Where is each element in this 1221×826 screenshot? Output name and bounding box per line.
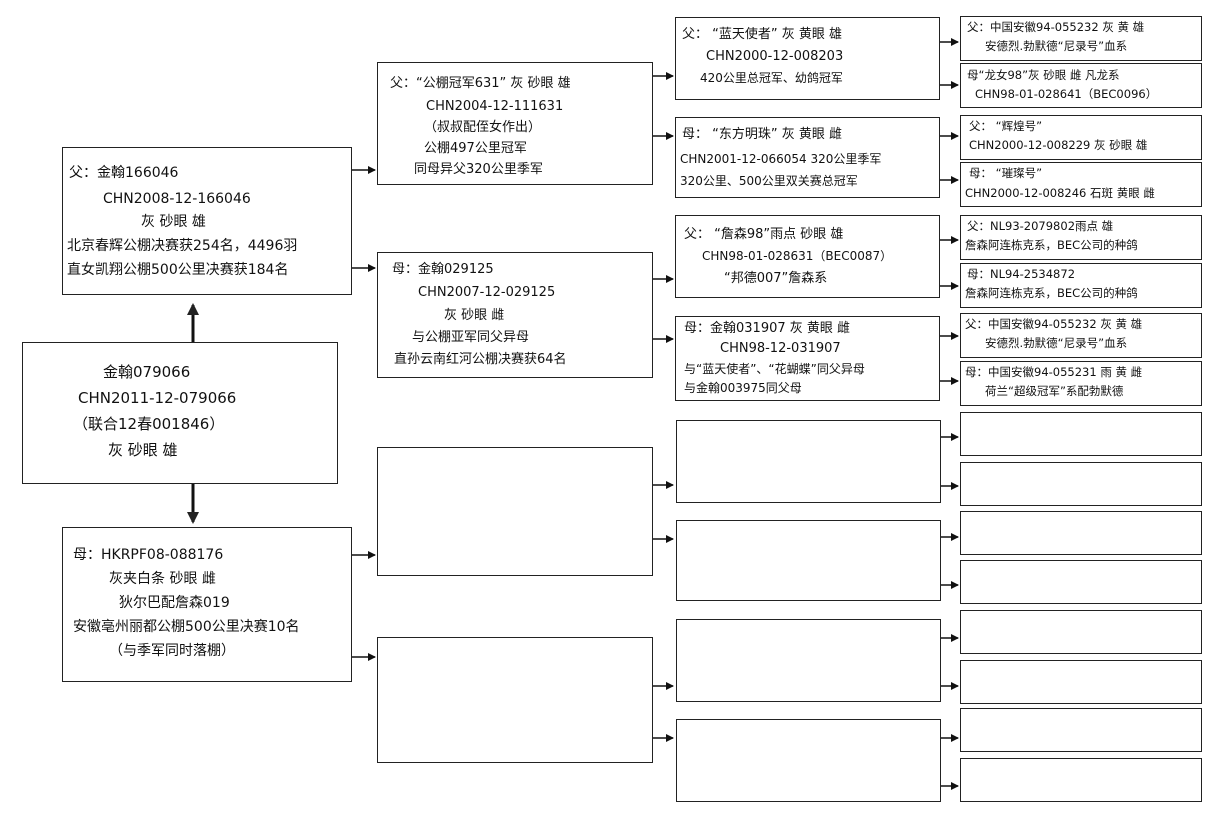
ss-line-5: 同母异父320公里季军 [414, 162, 543, 177]
g5-5-line-1: 父：NL93-2079802雨点 雄 [967, 219, 1114, 233]
sd-line-2: CHN2007-12-029125 [418, 285, 556, 300]
ss-sire-box: 父： “蓝天使者” 灰 黄眼 雄 CHN2000-12-008203 420公里… [675, 17, 940, 100]
sire-box: 父：金翰166046 CHN2008-12-166046 灰 砂眼 雄 北京春辉… [62, 147, 352, 295]
g5-box-13 [960, 610, 1202, 654]
g5-box-14 [960, 660, 1202, 704]
sire-line-4: 北京春辉公棚决赛获254名，4496羽 [67, 238, 298, 254]
ds-sire-box [676, 420, 941, 503]
sds-line-1: 父： “詹森98”雨点 砂眼 雄 [684, 227, 844, 242]
sd-line-4: 与公棚亚军同父异母 [412, 330, 530, 345]
ssd-line-1: 母： “东方明珠” 灰 黄眼 雌 [682, 127, 842, 142]
g5-6-line-2: 詹森阿连栋克系，BEC公司的种鸽 [965, 286, 1138, 300]
g5-3-line-1: 父： “辉煌号” [969, 119, 1043, 133]
sire-line-3: 灰 砂眼 雄 [141, 214, 206, 230]
sss-line-2: CHN2000-12-008203 [706, 49, 844, 64]
dam-line-1: 母：HKRPF08-088176 [73, 547, 224, 563]
ss-dam-box: 母： “东方明珠” 灰 黄眼 雌 CHN2001-12-066054 320公里… [675, 117, 940, 198]
ssd-line-3: 320公里、500公里双关赛总冠军 [680, 174, 858, 188]
subject-name: 金翰079066 [103, 363, 191, 381]
sdd-line-1: 母：金翰031907 灰 黄眼 雌 [684, 321, 851, 336]
g5-2-line-2: CHN98-01-028641（BEC0096） [975, 87, 1158, 101]
dam-line-5: （与季军同时落棚） [109, 643, 235, 659]
dam-dam-box [377, 637, 653, 763]
g5-4-line-2: CHN2000-12-008246 石斑 黄眼 雌 [965, 186, 1155, 200]
sd-sire-box: 父： “詹森98”雨点 砂眼 雄 CHN98-01-028631（BEC0087… [675, 215, 940, 298]
ss-line-3: （叔叔配侄女作出） [424, 120, 542, 135]
g5-box-3: 父： “辉煌号” CHN2000-12-008229 灰 砂眼 雄 [960, 115, 1202, 160]
g5-1-line-2: 安德烈.勃默德“尼录号”血系 [985, 39, 1128, 53]
g5-box-5: 父：NL93-2079802雨点 雄 詹森阿连栋克系，BEC公司的种鸽 [960, 215, 1202, 260]
g5-box-11 [960, 511, 1202, 555]
g5-box-1: 父：中国安徽94-055232 灰 黄 雄 安德烈.勃默德“尼录号”血系 [960, 16, 1202, 61]
g5-6-line-1: 母：NL94-2534872 [967, 267, 1076, 281]
g5-box-15 [960, 708, 1202, 752]
g5-box-16 [960, 758, 1202, 802]
sire-dam-box: 母：金翰029125 CHN2007-12-029125 灰 砂眼 雌 与公棚亚… [377, 252, 653, 378]
dd-sire-box [676, 619, 941, 702]
subject-traits: 灰 砂眼 雄 [108, 441, 178, 459]
dam-sire-box [377, 447, 653, 576]
g5-box-9 [960, 412, 1202, 456]
sd-line-3: 灰 砂眼 雌 [444, 308, 505, 323]
sire-line-1: 父：金翰166046 [69, 165, 179, 181]
ssd-line-2: CHN2001-12-066054 320公里季军 [680, 152, 882, 166]
sd-line-1: 母：金翰029125 [392, 262, 494, 277]
g5-box-12 [960, 560, 1202, 604]
ss-line-2: CHN2004-12-111631 [426, 99, 564, 114]
g5-box-4: 母： “璀璨号” CHN2000-12-008246 石斑 黄眼 雌 [960, 162, 1202, 207]
g5-3-line-2: CHN2000-12-008229 灰 砂眼 雄 [969, 138, 1148, 152]
dam-line-4: 安徽亳州丽都公棚500公里决赛10名 [73, 619, 300, 635]
sd-line-5: 直孙云南红河公棚决赛获64名 [394, 352, 567, 367]
g5-7-line-2: 安德烈.勃默德“尼录号”血系 [985, 336, 1128, 350]
g5-7-line-1: 父：中国安徽94-055232 灰 黄 雄 [965, 317, 1143, 331]
sdd-line-4: 与金翰003975同父母 [684, 381, 802, 395]
sire-line-5: 直女凯翔公棚500公里决赛获184名 [67, 262, 289, 278]
g5-box-2: 母“龙女98”灰 砂眼 雌 凡龙系 CHN98-01-028641（BEC009… [960, 63, 1202, 108]
sds-line-2: CHN98-01-028631（BEC0087） [702, 249, 893, 263]
subject-box: 金翰079066 CHN2011-12-079066 （联合12春001846）… [22, 342, 338, 484]
g5-5-line-2: 詹森阿连栋克系，BEC公司的种鸽 [965, 238, 1138, 252]
ds-dam-box [676, 520, 941, 601]
sdd-line-3: 与“蓝天使者”、“花蝴蝶”同父异母 [684, 362, 865, 376]
sd-dam-box: 母：金翰031907 灰 黄眼 雌 CHN98-12-031907 与“蓝天使者… [675, 316, 940, 401]
g5-8-line-1: 母：中国安徽94-055231 雨 黄 雌 [965, 365, 1143, 379]
g5-4-line-1: 母： “璀璨号” [969, 166, 1043, 180]
sire-line-2: CHN2008-12-166046 [103, 191, 251, 207]
g5-1-line-1: 父：中国安徽94-055232 灰 黄 雄 [967, 20, 1145, 34]
sdd-line-2: CHN98-12-031907 [720, 341, 841, 356]
sss-line-3: 420公里总冠军、幼鸽冠军 [700, 71, 843, 85]
g5-box-7: 父：中国安徽94-055232 灰 黄 雄 安德烈.勃默德“尼录号”血系 [960, 313, 1202, 358]
g5-box-10 [960, 462, 1202, 506]
subject-ring: CHN2011-12-079066 [78, 389, 237, 407]
sss-line-1: 父： “蓝天使者” 灰 黄眼 雄 [682, 27, 842, 42]
dam-box: 母：HKRPF08-088176 灰夹白条 砂眼 雌 狄尔巴配詹森019 安徽亳… [62, 527, 352, 682]
ss-line-1: 父：“公棚冠军631” 灰 砂眼 雄 [390, 76, 571, 91]
sire-sire-box: 父：“公棚冠军631” 灰 砂眼 雄 CHN2004-12-111631 （叔叔… [377, 62, 653, 185]
subject-alias: （联合12春001846） [73, 415, 225, 433]
sds-line-3: “邦德007”詹森系 [724, 271, 828, 286]
g5-8-line-2: 荷兰“超级冠军”系配勃默德 [985, 384, 1124, 398]
ss-line-4: 公棚497公里冠军 [424, 141, 527, 156]
g5-box-8: 母：中国安徽94-055231 雨 黄 雌 荷兰“超级冠军”系配勃默德 [960, 361, 1202, 406]
g5-2-line-1: 母“龙女98”灰 砂眼 雌 凡龙系 [967, 68, 1120, 82]
dam-line-3: 狄尔巴配詹森019 [119, 595, 230, 611]
g5-box-6: 母：NL94-2534872 詹森阿连栋克系，BEC公司的种鸽 [960, 263, 1202, 308]
dd-dam-box [676, 719, 941, 802]
dam-line-2: 灰夹白条 砂眼 雌 [109, 571, 216, 587]
